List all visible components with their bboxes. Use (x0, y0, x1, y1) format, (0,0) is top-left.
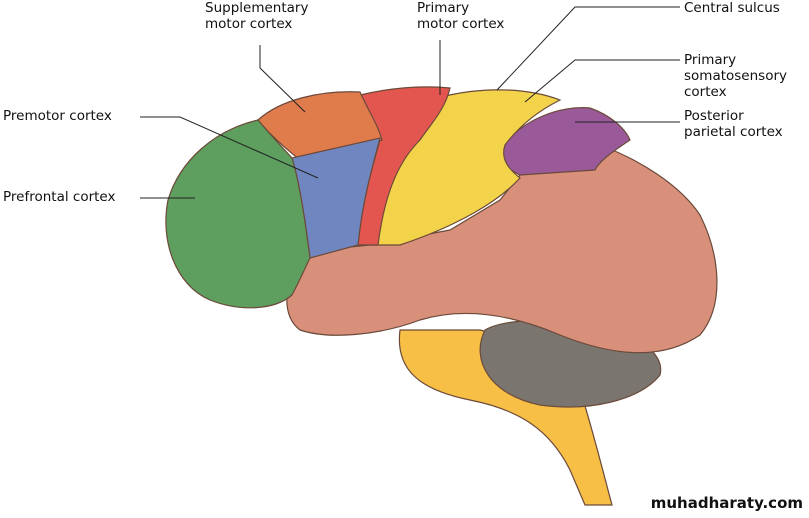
label-prefrontal-cortex: Prefrontal cortex (3, 189, 116, 205)
rest-cortex (286, 144, 718, 354)
label-line: somatosensory (684, 68, 787, 84)
watermark: muhadharaty.com (650, 494, 803, 512)
prefrontal-region (165, 119, 311, 309)
label-central-sulcus: Central sulcus (684, 0, 780, 16)
label-line: Supplementary (205, 0, 309, 16)
label-line: parietal cortex (684, 124, 783, 140)
label-supplementary-motor-cortex: Supplementary motor cortex (205, 0, 308, 32)
label-primary-motor-cortex: Primary motor cortex (417, 0, 504, 32)
label-line: Posterior (684, 108, 744, 124)
label-line: cortex (684, 84, 727, 100)
label-line: Primary (417, 0, 470, 16)
supplementary-region (257, 91, 383, 161)
label-posterior-parietal-cortex: Posterior parietal cortex (684, 108, 783, 140)
label-premotor-cortex: Premotor cortex (3, 108, 112, 124)
label-line: motor cortex (417, 16, 505, 32)
label-primary-somatosensory-cortex: Primary somatosensory cortex (684, 52, 787, 100)
label-line: motor cortex (205, 16, 293, 32)
leader-lines (140, 6, 680, 199)
label-line: Primary (684, 52, 737, 68)
